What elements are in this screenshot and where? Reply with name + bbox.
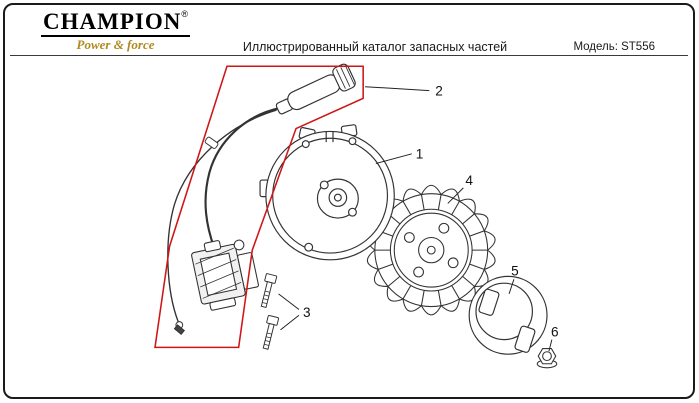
leader-line-4 bbox=[447, 187, 464, 204]
brand-tagline: Power & force bbox=[76, 37, 155, 53]
wire-terminal bbox=[173, 321, 185, 335]
leader-line-1 bbox=[375, 153, 412, 165]
ignition-coil bbox=[191, 239, 259, 311]
model-label: Модель: ST556 bbox=[573, 41, 655, 53]
spark-plug-cap bbox=[275, 63, 356, 115]
leader-line-2 bbox=[365, 86, 430, 92]
callout-6-label: 6 bbox=[551, 325, 559, 340]
callout-1-label: 1 bbox=[416, 147, 424, 162]
leader-line-3a bbox=[278, 293, 300, 310]
brand-wordmark: CHAMPION® bbox=[41, 9, 190, 38]
callout-lines bbox=[278, 86, 553, 352]
flange-nut bbox=[536, 348, 558, 369]
registered-trademark-mark: ® bbox=[181, 9, 188, 19]
kill-switch-wire bbox=[167, 109, 277, 323]
callout-4-label: 4 bbox=[465, 173, 473, 188]
leader-line-6 bbox=[548, 339, 553, 352]
bolt-2 bbox=[262, 314, 280, 350]
brand-name: CHAMPION bbox=[43, 9, 182, 34]
callout-3-label: 3 bbox=[303, 305, 311, 320]
bolt-1 bbox=[260, 273, 278, 308]
header-divider bbox=[10, 55, 688, 56]
leader-line-5 bbox=[508, 279, 515, 295]
champion-logo: CHAMPION® Power & force bbox=[33, 9, 198, 53]
highlight-outline bbox=[154, 65, 364, 349]
catalog-title: Иллюстрированный каталог запасных частей bbox=[242, 40, 508, 54]
leader-line-3b bbox=[280, 314, 300, 331]
spark-plug-wire bbox=[204, 107, 280, 249]
callout-5-label: 5 bbox=[511, 263, 519, 278]
parts-diagram: 1 2 3 4 5 6 bbox=[154, 63, 559, 369]
wire-connector-clip bbox=[204, 136, 219, 149]
flywheel-housing bbox=[259, 124, 395, 261]
starter-cup bbox=[468, 275, 548, 355]
callout-2-label: 2 bbox=[435, 83, 443, 98]
catalog-page: CHAMPION® Power & force Иллюстрированный… bbox=[3, 3, 695, 399]
